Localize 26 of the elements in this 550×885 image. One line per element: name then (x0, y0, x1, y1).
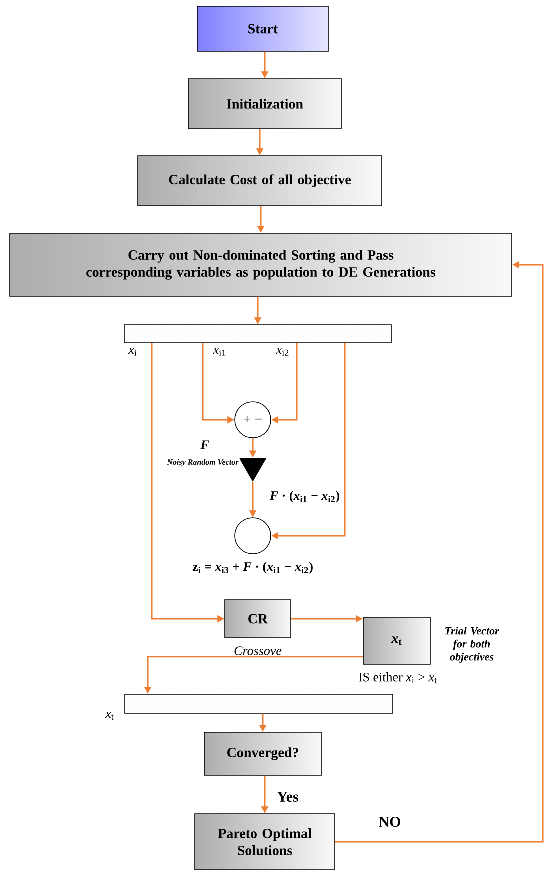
annotation-text: Crossove (233, 646, 283, 656)
process-box: Calculate Cost of all objective (138, 156, 382, 206)
hatched-bar (124, 694, 394, 714)
process-box: Converged? (204, 732, 322, 776)
edge-label: F · (x$_{i1}$ − x$_{i2}$) (268, 490, 342, 504)
summing-junction: + − (234, 402, 272, 438)
annotation-text: x$_{t}$ (104, 711, 116, 721)
annotation-text: z$_{i}$ = x$_{i3}$ + F · (x$_{i1}$ − x$_{i2}$) (192, 561, 314, 575)
annotation-text: Noisy Random Vector (166, 458, 240, 468)
annotation-text: F (200, 440, 210, 450)
edge-label: NO (378, 816, 402, 828)
start-box: Start (197, 6, 329, 52)
annotation-text: x$_{i}$ (128, 347, 138, 357)
hatched-bar (124, 324, 392, 344)
circle-symbol (234, 518, 272, 554)
annotation-text: Trial Vector for both objectives (436, 626, 508, 664)
edge-label: Yes (276, 791, 300, 803)
annotation-text: x$_{i2}$ (275, 347, 291, 357)
process-box: CR (224, 600, 292, 638)
annotation-text: x$_{i1}$ (212, 347, 228, 357)
process-box: Pareto Optimal Solutions (194, 814, 336, 870)
triangle-symbol (239, 458, 267, 482)
process-box: x$_{t}$ (363, 617, 431, 665)
process-box: Carry out Non-dominated Sorting and Pass corresponding variables as population to DE Generations (10, 233, 512, 297)
process-box: Initialization (188, 78, 342, 130)
annotation-text: IS either x$_{i}$ > x$_{t}$ (357, 672, 439, 684)
